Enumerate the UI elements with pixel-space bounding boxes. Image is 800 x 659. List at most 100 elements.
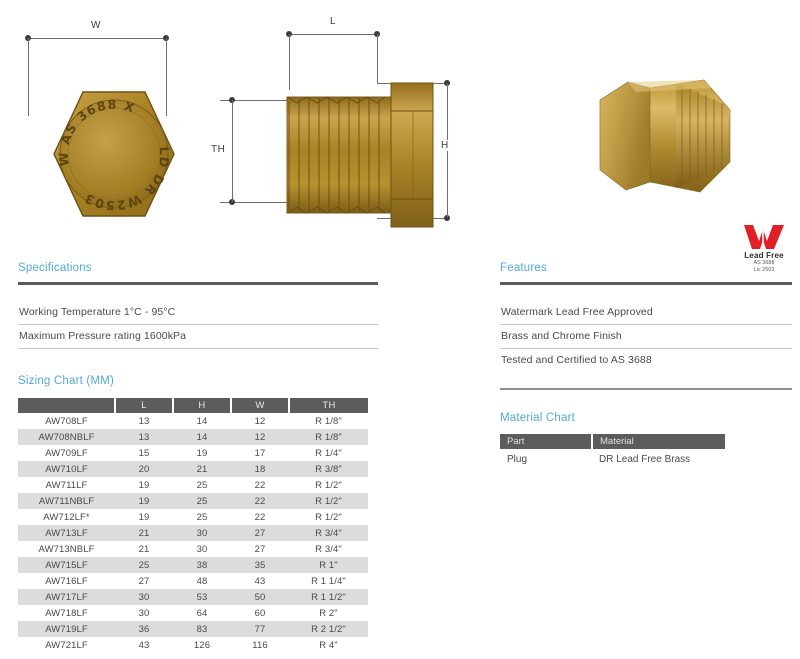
spec-item: Maximum Pressure rating 1600kPa [18, 325, 378, 349]
cell-value: R 2" [319, 607, 338, 619]
cell-value: 20 [115, 461, 173, 477]
cell-value: 19 [138, 479, 150, 491]
material-chart-heading: Material Chart [500, 412, 576, 424]
cell-value: 60 [254, 607, 266, 619]
cell-value: 19 [115, 493, 173, 509]
material-chart-body: Plug DR Lead Free Brass [500, 449, 725, 469]
cell-value: 43 [254, 575, 266, 587]
cell-part-number: AW711NBLF [18, 493, 115, 509]
feature-item: Tested and Certified to AS 3688 [501, 354, 652, 366]
column-header-th: TH [289, 398, 368, 413]
specifications-list: Working Temperature 1°C - 95°C Maximum P… [18, 301, 378, 349]
cell-value: 21 [173, 461, 231, 477]
cell-part-number: AW713LF [18, 525, 115, 541]
dimension-label-l: L [327, 16, 340, 27]
product-photo [580, 66, 750, 206]
spacer [500, 372, 792, 388]
table-header-row: L H W TH [18, 398, 368, 413]
specifications-heading: Specifications [18, 262, 92, 274]
cell-value: 53 [173, 589, 231, 605]
cell-value: 48 [196, 575, 208, 587]
cell-value: 38 [173, 557, 231, 573]
cell-value: 12 [231, 429, 289, 445]
cell-part-number: AW709LF [45, 447, 88, 459]
cell-value: 30 [196, 543, 208, 555]
cell-value: 64 [196, 607, 208, 619]
material-row: Plug DR Lead Free Brass [500, 449, 725, 469]
features-heading: Features [500, 262, 547, 274]
cell-value: R 2 1/2" [289, 621, 368, 637]
cell-value: R 4" [319, 639, 338, 651]
cell-value: 14 [196, 415, 208, 427]
cell-value: 19 [138, 511, 150, 523]
cell-part-number: AW711LF [45, 479, 88, 491]
cell-part-number: AW708NBLF [18, 429, 115, 445]
cell-part-number: AW708LF [45, 415, 88, 427]
cell-part-number: AW713NBLF [38, 543, 95, 555]
column-header-material-part: Part [500, 434, 593, 449]
watermark-w-icon [744, 225, 784, 249]
cell-value: R 1/2" [289, 493, 368, 509]
cell-value: 25 [173, 493, 231, 509]
sizing-chart-heading: Sizing Chart (MM) [18, 375, 115, 387]
cell-part: Plug [507, 453, 528, 465]
cell-part-number: AW721LF [45, 639, 88, 651]
cell-value: 22 [254, 511, 266, 523]
lead-free-label: Lead Free [744, 251, 784, 260]
right-column: Features Watermark Lead Free Approved Br… [500, 262, 792, 469]
cell-value: 30 [173, 525, 231, 541]
dimension-label-h: H [438, 140, 452, 151]
cell-value: 19 [196, 447, 208, 459]
cell-part-number: AW716LF [45, 575, 88, 587]
cell-part-number: AW718LF [45, 607, 88, 619]
cell-value: 14 [173, 429, 231, 445]
cell-value: 21 [115, 525, 173, 541]
cell-value: 25 [196, 511, 208, 523]
feature-item: Brass and Chrome Finish [500, 325, 792, 349]
dimension-label-w: W [88, 20, 104, 31]
watermark-standard: AS 3688 [753, 260, 775, 266]
dimension-label-th: TH [208, 144, 229, 155]
technical-drawings: W [0, 0, 800, 240]
feature-item: Watermark Lead Free Approved [500, 301, 792, 325]
front-view-drawing: W [10, 10, 205, 230]
cell-value: 25 [115, 557, 173, 573]
cell-value: 15 [138, 447, 150, 459]
cell-value: 22 [254, 479, 266, 491]
column-header-h: H [173, 398, 232, 413]
cell-value: R 1/2" [315, 511, 342, 523]
cell-value: 35 [231, 557, 289, 573]
cell-value: 43 [138, 639, 150, 651]
features-rule [500, 282, 792, 285]
cell-value: 27 [254, 543, 266, 555]
cell-value: R 3/4" [289, 525, 368, 541]
hex-head-face: W AS 3688 X LD DR W2503 [52, 88, 176, 220]
column-header-l: L [115, 398, 174, 413]
features-bottom-rule [500, 388, 792, 390]
cell-value: 116 [252, 639, 268, 651]
cell-value: 83 [173, 621, 231, 637]
cell-value: R 1 1/2" [289, 589, 368, 605]
cell-value: 50 [231, 589, 289, 605]
cell-value: R 3/8" [289, 461, 368, 477]
cell-material: DR Lead Free Brass [599, 453, 691, 465]
specifications-rule [18, 282, 378, 285]
cell-value: 22 [231, 493, 289, 509]
cell-part-number: AW717LF [18, 589, 115, 605]
cell-value: R 1/2" [315, 479, 342, 491]
cell-value: 13 [115, 429, 173, 445]
spec-item: Working Temperature 1°C - 95°C [18, 301, 378, 325]
cell-value: 27 [231, 525, 289, 541]
cell-value: R 1/4" [315, 447, 342, 459]
